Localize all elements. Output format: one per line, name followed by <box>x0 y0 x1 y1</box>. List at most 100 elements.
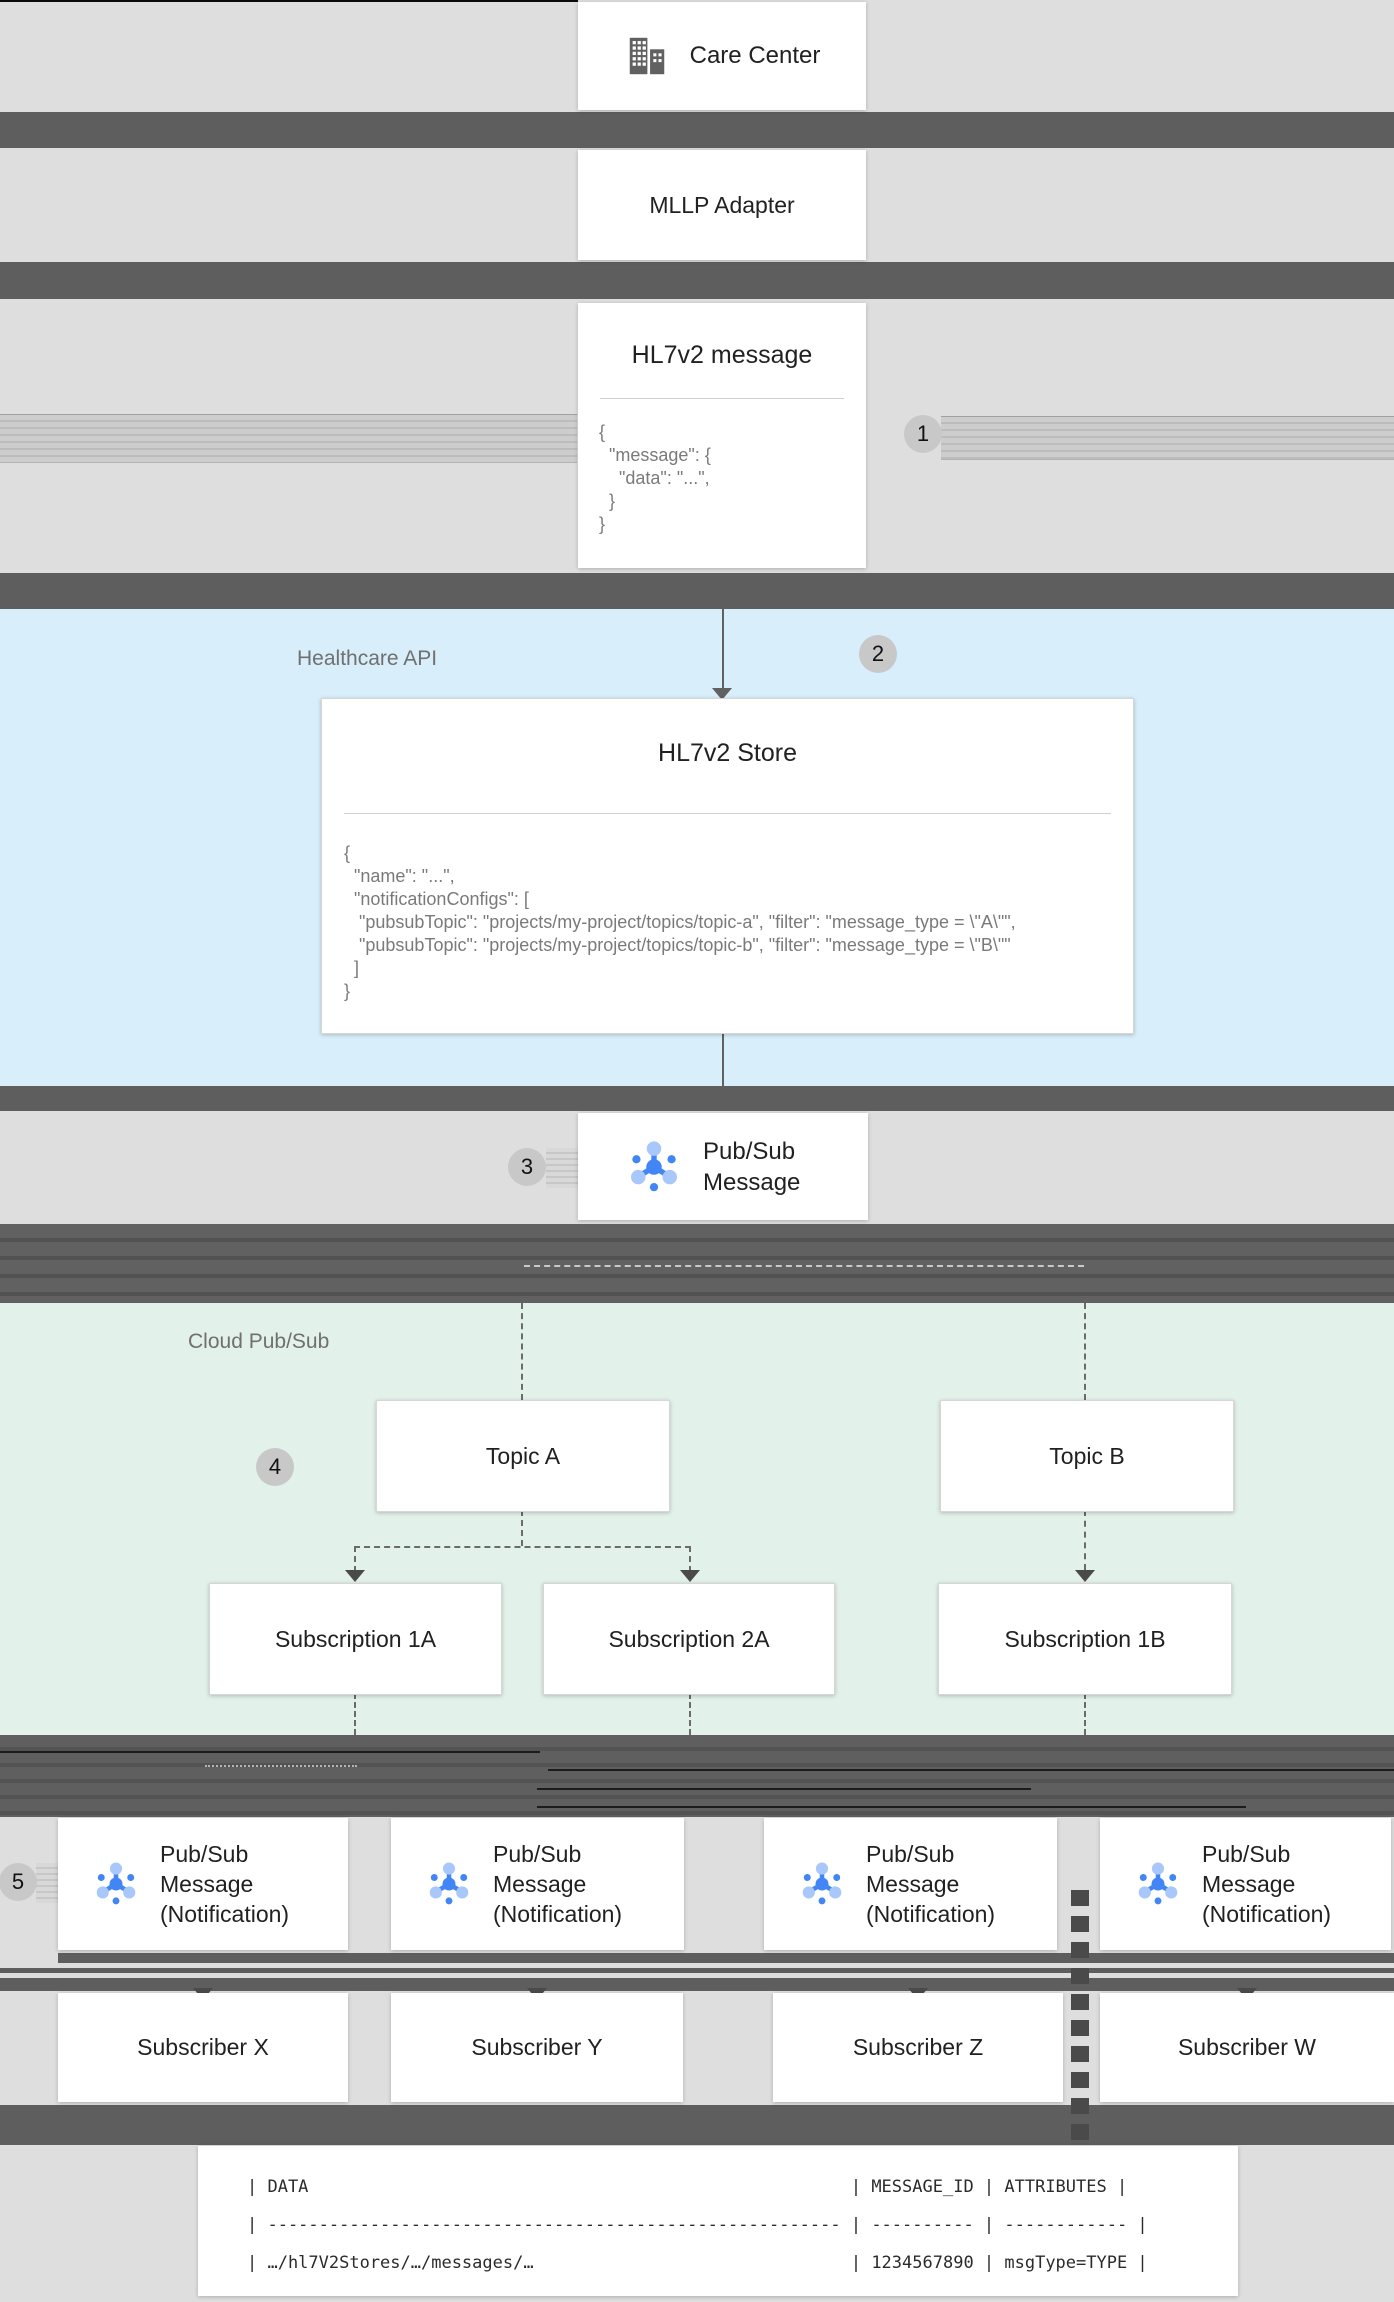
notification-label: Pub/Sub Message (Notification) <box>160 1841 290 1927</box>
subscription-1b-label: Subscription 1B <box>1004 1625 1166 1652</box>
arrowhead-into-sub1b <box>1075 1570 1095 1582</box>
step-badge-5-number: 5 <box>11 1869 25 1894</box>
dashed-sub1b-out <box>1084 1693 1086 1735</box>
step-badge-4-number: 4 <box>268 1454 282 1479</box>
subscription-1b-node: Subscription 1B <box>938 1583 1232 1695</box>
thick-dashed-connector <box>1071 1890 1089 2146</box>
separator-band-8 <box>0 1968 1394 1973</box>
subscriber-w-node: Subscriber W <box>1100 1993 1394 2102</box>
subscription-1a-label: Subscription 1A <box>274 1625 437 1652</box>
topic-b-node: Topic B <box>940 1400 1234 1512</box>
hl7v2-message-title: HL7v2 message <box>631 341 813 369</box>
dashed-topic-b-out <box>1084 1510 1086 1570</box>
notification-label: Pub/Sub Message (Notification) <box>493 1841 623 1927</box>
pubsub-icon <box>90 1858 142 1910</box>
separator-band-2 <box>0 262 1394 299</box>
subscription-1a-node: Subscription 1A <box>209 1583 502 1695</box>
hl7v2-store-title: HL7v2 Store <box>658 739 797 767</box>
notification-node-2: Pub/Sub Message (Notification) <box>391 1818 684 1950</box>
subscriber-z-node: Subscriber Z <box>773 1993 1063 2102</box>
topic-a-label: Topic A <box>485 1442 561 1469</box>
notification-label: Pub/Sub Message (Notification) <box>1202 1841 1332 1927</box>
dashed-stub-sub1a <box>354 1546 356 1572</box>
subscriber-x-node: Subscriber X <box>58 1993 348 2102</box>
dashed-connector-topic-b-in <box>1084 1303 1086 1400</box>
hl7v2-message-node: HL7v2 message { "message": { "data": "..… <box>578 303 866 568</box>
step-badge-2: 2 <box>859 635 897 673</box>
notification-node-1: Pub/Sub Message (Notification) <box>58 1818 348 1950</box>
topic-a-node: Topic A <box>376 1400 670 1512</box>
separator-band-9 <box>0 1978 1394 1991</box>
arrowhead-into-store <box>712 688 732 700</box>
band6-hairline-2 <box>548 1769 1394 1771</box>
dashed-sub1a-out <box>354 1693 356 1735</box>
mllp-adapter-label: MLLP Adapter <box>649 191 795 218</box>
subscription-2a-node: Subscription 2A <box>543 1583 835 1695</box>
pubsub-icon <box>1132 1858 1184 1910</box>
message-table-card <box>198 2146 1238 2296</box>
step-badge-2-number: 2 <box>871 641 885 666</box>
hl7v2-store-divider <box>344 813 1111 814</box>
separator-band-10 <box>0 2105 1394 2145</box>
separator-band-5 <box>0 1224 1394 1303</box>
subscriber-w-label: Subscriber W <box>1177 2034 1317 2060</box>
step-badge-1: 1 <box>904 415 942 453</box>
hl7v2-message-divider <box>600 398 844 399</box>
care-center-label: Care Center <box>689 42 821 69</box>
step-badge-4: 4 <box>256 1448 294 1486</box>
notification-node-3: Pub/Sub Message (Notification) <box>764 1818 1057 1950</box>
hl7v2-message-code: { "message": { "data": "...", } } <box>599 422 711 534</box>
band6-hairline-1 <box>0 1751 540 1753</box>
subscription-2a-label: Subscription 2A <box>608 1625 770 1652</box>
message-table-row-values: | …/hl7V2Stores/…/messages/… | 123456789… <box>247 2253 1148 2273</box>
step1-bar-right <box>941 416 1394 460</box>
pubsub-icon <box>796 1858 848 1910</box>
hl7v2-store-code: { "name": "...", "notificationConfigs": … <box>344 843 1016 1001</box>
building-icon <box>629 37 664 75</box>
connector-store-out <box>722 1032 724 1086</box>
step3-bar <box>546 1148 578 1188</box>
dashed-topic-a-out <box>521 1510 523 1546</box>
step-badge-1-number: 1 <box>916 421 930 446</box>
message-table-row-divider: | --------------------------------------… <box>247 2215 1148 2235</box>
pubsub-message-node: Pub/Sub Message <box>578 1113 868 1220</box>
subscriber-z-label: Subscriber Z <box>852 2034 984 2060</box>
subscriber-y-node: Subscriber Y <box>391 1993 683 2102</box>
separator-band-3 <box>0 573 1394 609</box>
notification-node-4: Pub/Sub Message (Notification) <box>1100 1818 1391 1950</box>
band6-dotted-line <box>205 1765 357 1767</box>
healthcare-api-label: Healthcare API <box>297 647 438 670</box>
band6-hairline-3 <box>537 1788 1031 1790</box>
message-table-row-header: | DATA | MESSAGE_ID | ATTRIBUTES | <box>247 2177 1128 2197</box>
care-center-node: Care Center <box>578 2 866 110</box>
step5-bar <box>36 1863 58 1903</box>
separator-band-4 <box>0 1086 1394 1111</box>
pubsub-icon <box>623 1136 685 1198</box>
arrowhead-into-sub1a <box>345 1570 365 1582</box>
subscriber-x-label: Subscriber X <box>137 2034 269 2060</box>
pubsub-message-label: Pub/Sub Message <box>703 1137 801 1196</box>
dashed-connector-topic-a-in <box>521 1303 523 1400</box>
band5-dashed-line <box>524 1265 1084 1267</box>
mllp-adapter-node: MLLP Adapter <box>578 150 866 260</box>
cloud-pubsub-label: Cloud Pub/Sub <box>188 1330 330 1353</box>
notification-label: Pub/Sub Message (Notification) <box>866 1841 996 1927</box>
band6-hairline-4 <box>537 1806 1246 1808</box>
dashed-topic-a-bracket <box>354 1546 691 1548</box>
top-rule <box>0 0 578 2</box>
hl7v2-store-node: HL7v2 Store { "name": "...", "notificati… <box>321 698 1134 1034</box>
step-badge-3-number: 3 <box>520 1154 534 1179</box>
dashed-stub-sub2a <box>689 1546 691 1572</box>
separator-band-6 <box>0 1735 1394 1817</box>
dashed-sub2a-out <box>689 1693 691 1735</box>
subscriber-y-label: Subscriber Y <box>471 2034 603 2060</box>
step-badge-3: 3 <box>508 1148 546 1186</box>
separator-band-1 <box>0 112 1394 148</box>
separator-band-7 <box>58 1953 1394 1963</box>
topic-b-label: Topic B <box>1049 1442 1125 1469</box>
arrowhead-into-sub2a <box>680 1570 700 1582</box>
connector-message-to-store <box>722 609 724 690</box>
pubsub-icon <box>423 1858 475 1910</box>
step1-bar-left <box>0 414 577 463</box>
